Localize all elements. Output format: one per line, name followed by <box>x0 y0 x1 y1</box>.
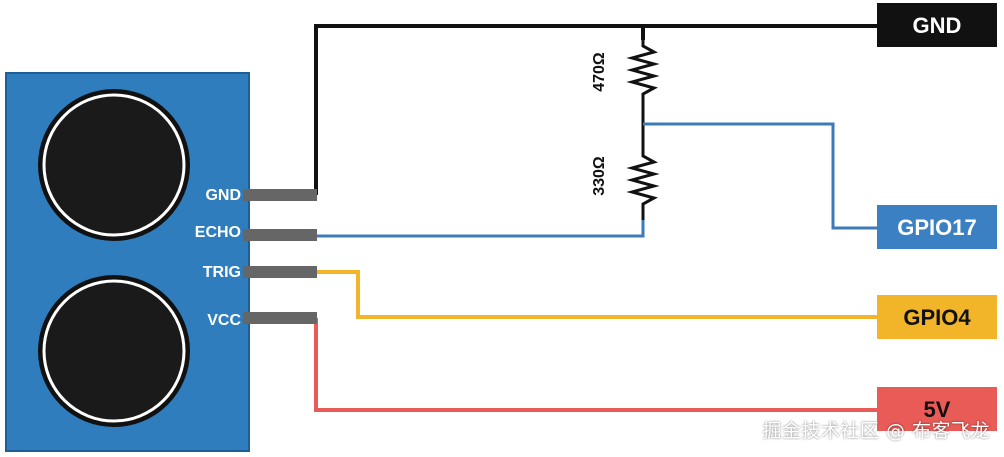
resistor-470-symbol <box>626 40 660 100</box>
ultrasonic-sensor: GND ECHO TRIG VCC <box>5 72 317 452</box>
pin-echo <box>243 229 317 241</box>
pin-label-echo: ECHO <box>195 224 241 241</box>
tag-gpio4: GPIO4 <box>877 295 997 339</box>
watermark-text: 掘金技术社区 @ 布客飞龙 <box>762 420 990 442</box>
echo-wire <box>316 220 645 238</box>
tag-5v-label: 5V <box>924 397 951 422</box>
pin-gnd <box>243 189 317 201</box>
tag-gpio17-label: GPIO17 <box>897 215 976 240</box>
resistor-330-symbol <box>626 150 660 220</box>
trig-wire <box>316 270 880 319</box>
resistor-470-label: 470Ω <box>591 52 608 92</box>
pin-label-vcc: VCC <box>207 312 241 329</box>
tag-gnd: GND <box>877 3 997 47</box>
tag-gnd-label: GND <box>913 13 962 38</box>
transducer-top-inner <box>42 93 186 237</box>
tag-5v: 5V <box>877 387 997 431</box>
tag-gpio4-label: GPIO4 <box>903 305 971 330</box>
gpio17-wire <box>643 122 880 230</box>
vcc-wire <box>314 318 880 412</box>
transducer-bottom-inner <box>42 279 186 423</box>
pin-trig <box>243 266 317 278</box>
pin-label-gnd: GND <box>205 187 241 204</box>
pin-label-trig: TRIG <box>203 264 241 281</box>
resistor-330-label: 330Ω <box>591 156 608 196</box>
pin-vcc <box>243 312 317 324</box>
gnd-wire <box>314 24 880 195</box>
tag-gpio17: GPIO17 <box>877 205 997 249</box>
